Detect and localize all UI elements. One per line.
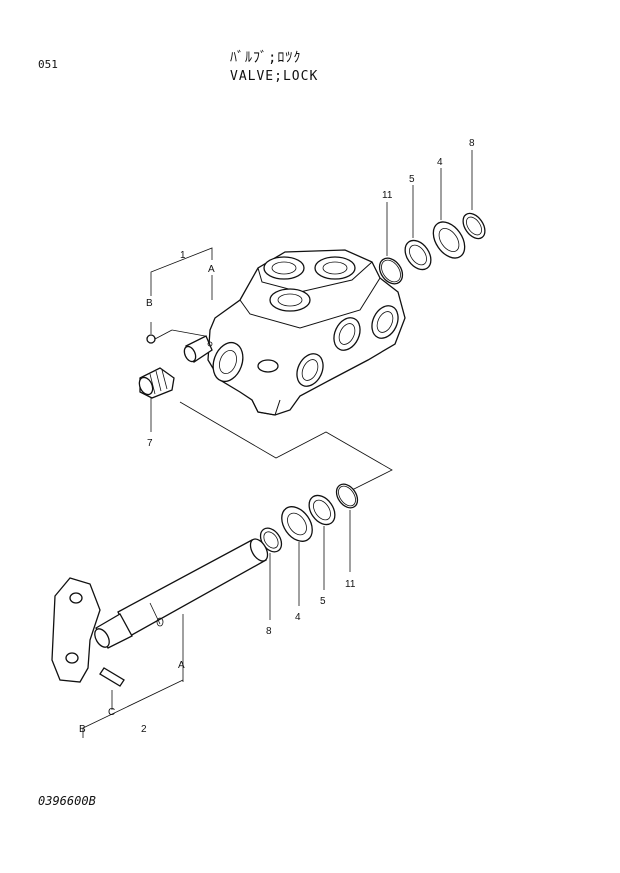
- callout-2: 2: [141, 724, 147, 735]
- spool-stub: [183, 335, 213, 363]
- o-ring-upper: [378, 257, 404, 285]
- plug-7: [138, 367, 175, 399]
- callout-8-lower: 8: [266, 626, 272, 637]
- valve-body: [207, 249, 406, 416]
- callout-11-lower: 11: [345, 579, 356, 590]
- washer-5-upper: [404, 239, 432, 271]
- callout-5-upper: 5: [409, 174, 415, 185]
- washer-4-upper: [432, 221, 466, 259]
- callout-11-upper: 11: [382, 190, 393, 201]
- o-ring-lower: [335, 483, 359, 509]
- callout-5-lower: 5: [320, 596, 326, 607]
- title-japanese: ﾊﾞﾙﾌﾞ;ﾛﾂｸ: [230, 50, 302, 66]
- page-code: 051: [38, 58, 58, 71]
- snap-ring-upper: [462, 212, 486, 240]
- callout-a-upper: A: [208, 264, 215, 275]
- callout-8-upper: 8: [469, 138, 475, 149]
- callout-7: 7: [147, 438, 153, 449]
- callout-b-upper: B: [146, 298, 153, 309]
- callout-b-lower: B: [79, 724, 86, 735]
- title-english: VALVE;LOCK: [230, 69, 319, 84]
- washer-5-lower: [308, 494, 336, 526]
- spool-shaft: [94, 538, 269, 649]
- pin-c: [99, 667, 125, 687]
- callout-4-lower: 4: [295, 612, 301, 623]
- washer-4-lower: [281, 506, 313, 542]
- callout-1: 1: [180, 250, 186, 261]
- ball-b: [146, 334, 156, 344]
- callout-4-upper: 4: [437, 157, 443, 168]
- drawing-number: 0396600B: [38, 794, 96, 808]
- callout-c: C: [108, 707, 115, 718]
- lever-plate: [51, 577, 101, 683]
- callout-a-lower: A: [178, 660, 185, 671]
